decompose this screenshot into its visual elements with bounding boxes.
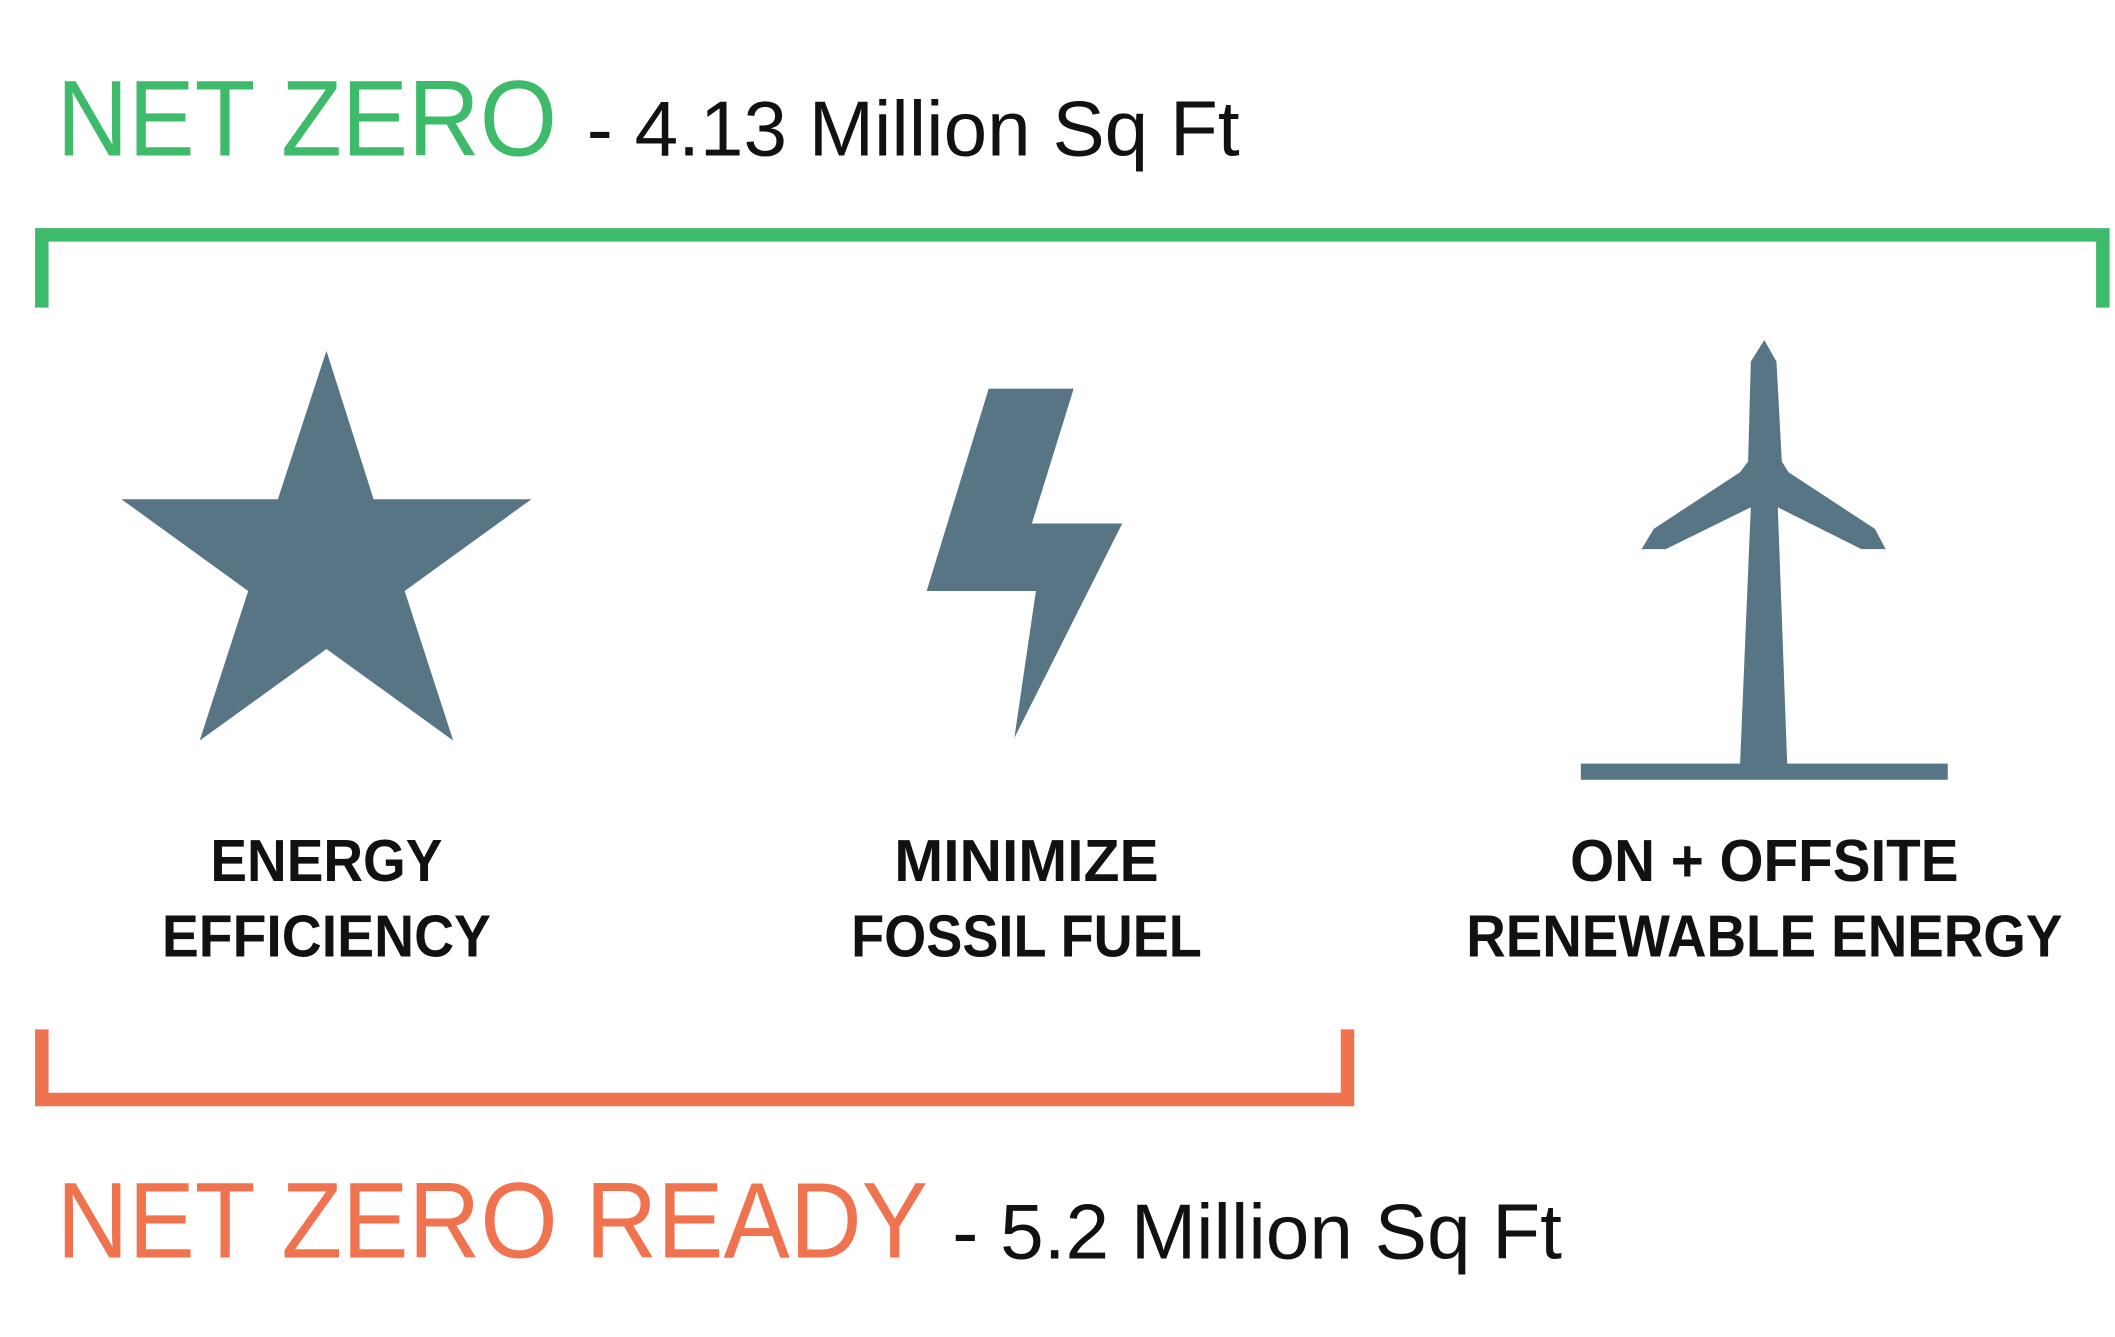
net-zero-ready-area: - 5.2 Million Sq Ft <box>952 1188 1562 1276</box>
net-zero-ready-title: NET ZERO READY <box>57 1159 928 1280</box>
pillar-label-renewable-line1: ON + OFFSITE <box>1570 827 1958 894</box>
net-zero-area: - 4.13 Million Sq Ft <box>587 84 1240 172</box>
net-zero-ready-bracket <box>35 1029 1355 1107</box>
lightning-bolt-icon <box>926 388 1123 738</box>
star-icon <box>121 350 532 741</box>
pillar-label-energy-efficiency-line1: ENERGY <box>210 827 442 894</box>
pillar-label-fossil-fuel-line1: MINIMIZE <box>894 827 1158 894</box>
net-zero-title: NET ZERO <box>57 57 557 178</box>
wind-turbine-icon <box>1580 340 1948 780</box>
pillar-label-renewable-line2: RENEWABLE ENERGY <box>1466 902 2062 969</box>
pillar-label-energy-efficiency-line2: EFFICIENCY <box>162 902 491 969</box>
net-zero-bracket <box>35 228 2110 308</box>
pillar-label-fossil-fuel-line2: FOSSIL FUEL <box>851 902 1202 969</box>
